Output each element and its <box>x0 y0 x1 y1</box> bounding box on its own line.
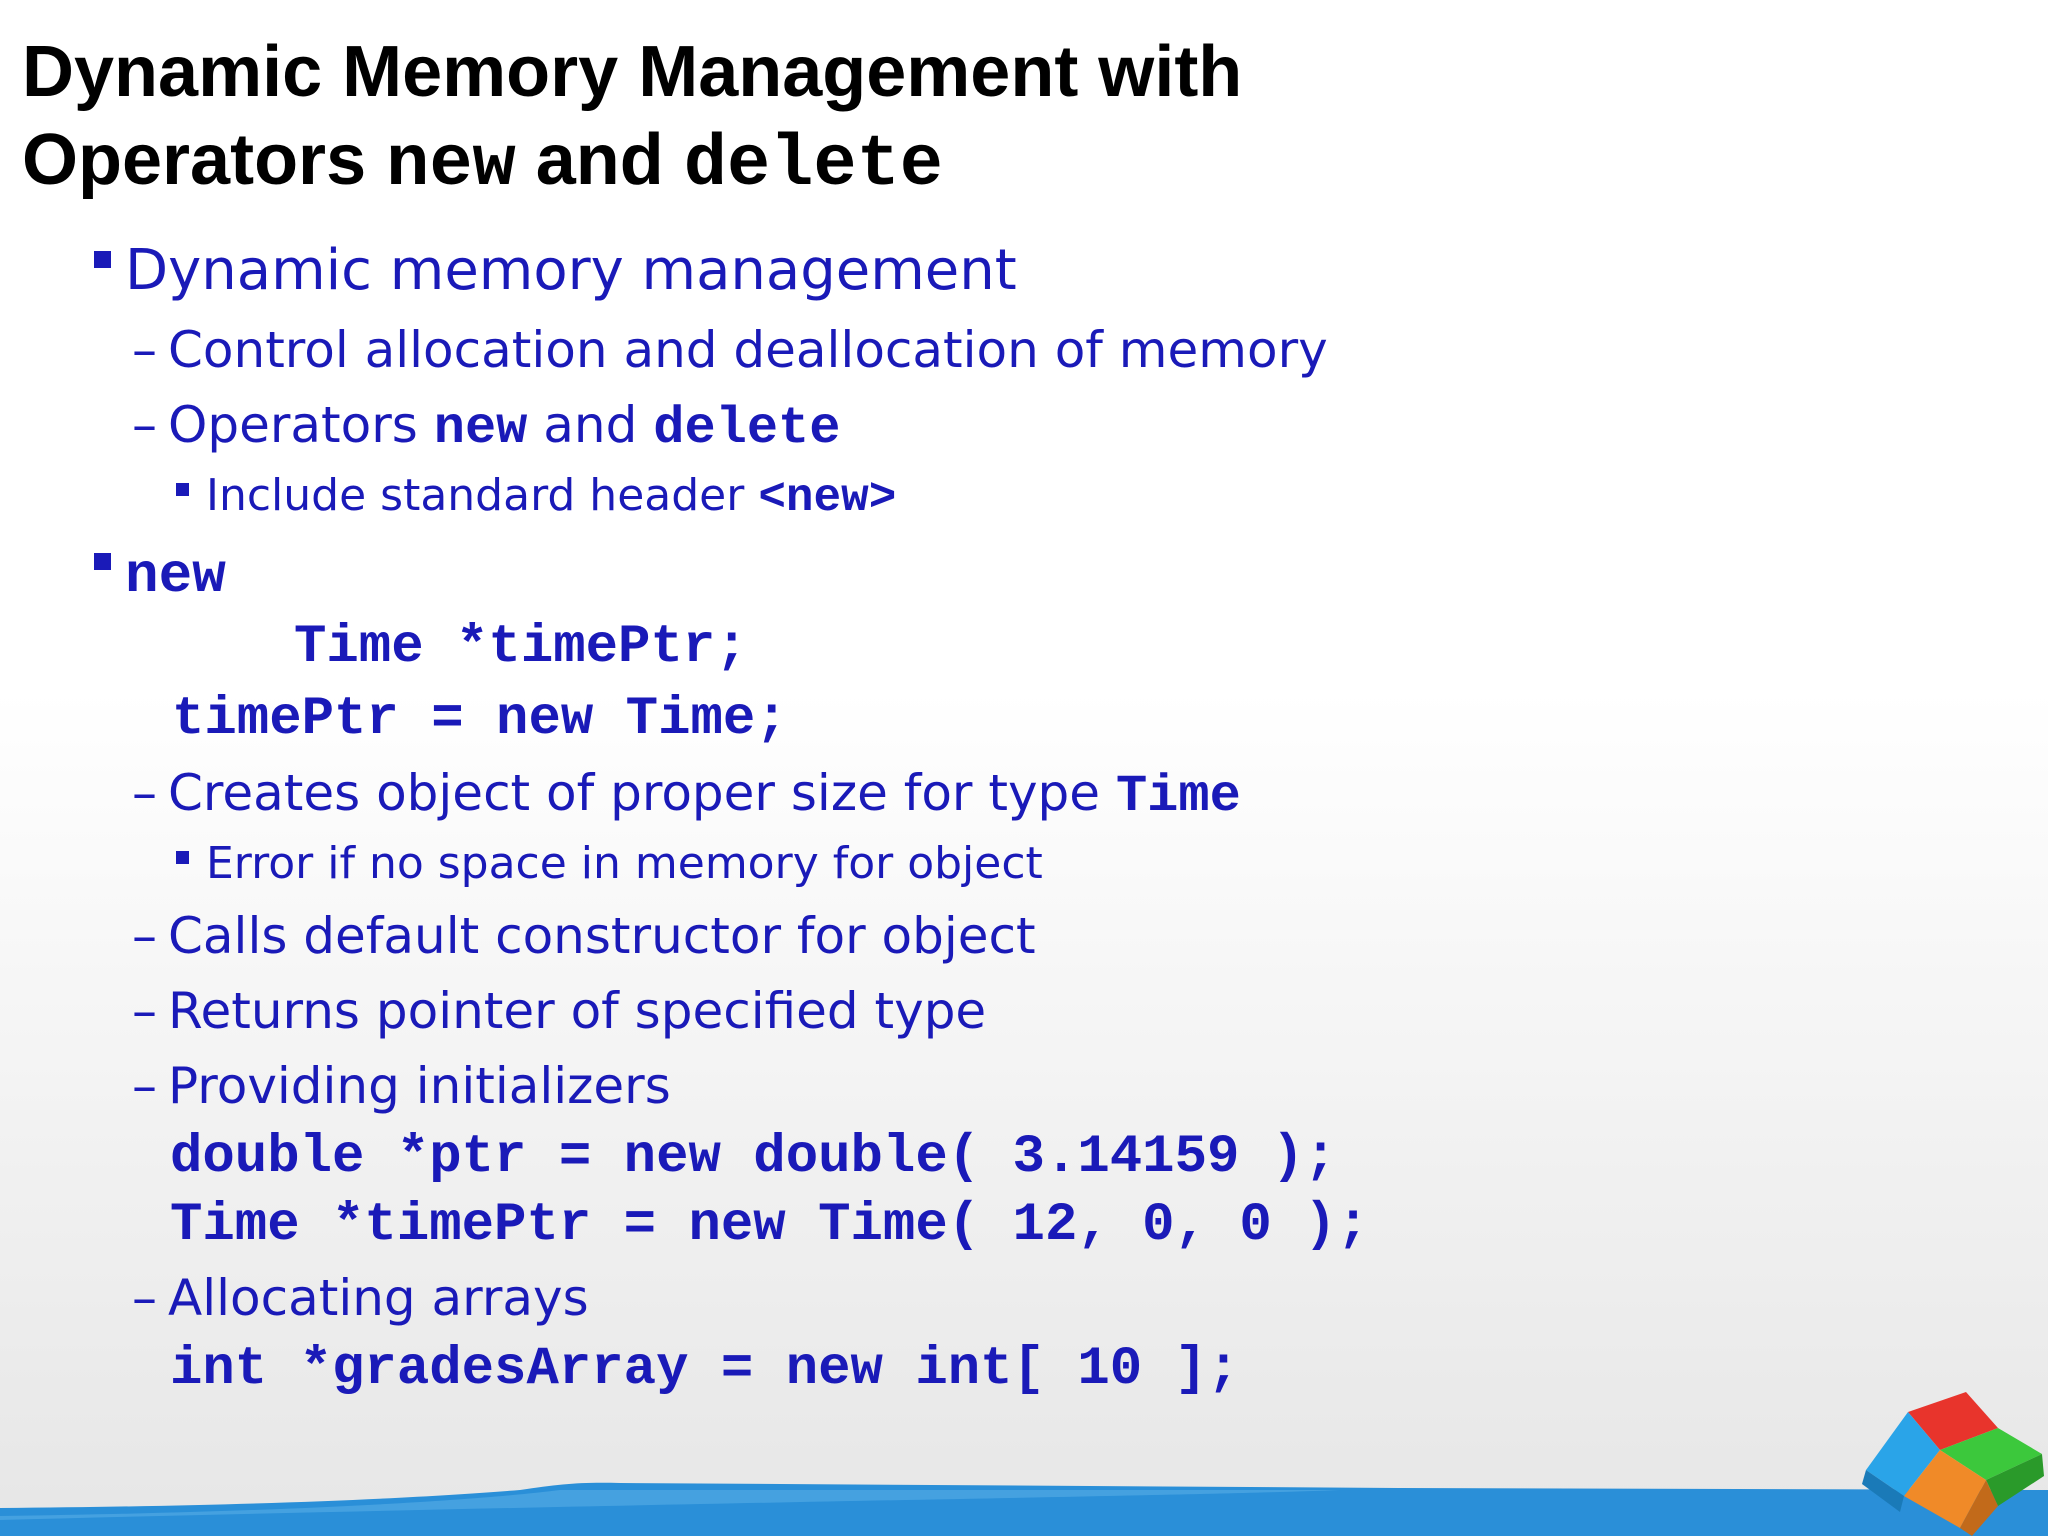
code-line-declare: Time *timePtr; <box>294 617 748 678</box>
square-bullet-icon <box>176 482 189 496</box>
dash-icon: – <box>132 396 157 454</box>
dash-icon: – <box>132 764 157 822</box>
subbullet-default-constructor: –Calls default constructor for object <box>132 904 1036 968</box>
title-code-new: new <box>386 124 516 206</box>
subsubbullet-include-header: Include standard header <new> <box>176 468 896 526</box>
subbullet-creates-object: –Creates object of proper size for type … <box>132 761 1241 829</box>
square-bullet-icon <box>176 850 189 864</box>
square-bullet-icon <box>94 553 111 571</box>
title-line-2-prefix: Operators <box>22 120 387 200</box>
subsubbullet-text: Include standard header <box>206 470 759 521</box>
title-line-1: Dynamic Memory Management with <box>22 32 1243 112</box>
bullet-new: new <box>94 538 226 611</box>
slide-title: Dynamic Memory Management with Operators… <box>22 28 1242 209</box>
dash-icon: – <box>132 907 157 965</box>
code-delete: delete <box>653 399 841 458</box>
code-line-time-ptr: Time *timePtr = new Time( 12, 0, 0 ); <box>170 1195 1369 1256</box>
footer-wave-band <box>0 1482 2048 1536</box>
dash-icon: – <box>132 982 157 1040</box>
dash-icon: – <box>132 1057 157 1115</box>
subbullet-text: Creates object of proper size for type <box>168 764 1116 822</box>
subbullet-text: Allocating arrays <box>168 1269 589 1327</box>
code-new-header: <new> <box>758 472 897 524</box>
subbullet-text: Returns pointer of specified type <box>168 982 987 1040</box>
subbullet-control-allocation: –Control allocation and deallocation of … <box>132 318 1328 382</box>
code-time: Time <box>1115 767 1241 826</box>
bullet-dynamic-memory: Dynamic memory management <box>94 236 1017 306</box>
windows-cube-logo-icon <box>1862 1392 2044 1536</box>
subsubbullet-error-no-space: Error if no space in memory for object <box>176 836 1043 892</box>
code-line-grades-array: int *gradesArray = new int[ 10 ]; <box>170 1339 1240 1400</box>
square-bullet-icon <box>94 251 111 269</box>
subbullet-initializers: –Providing initializers <box>132 1054 671 1118</box>
subbullet-text: Operators <box>168 396 434 454</box>
subbullet-text: Calls default constructor for object <box>168 907 1036 965</box>
title-code-delete: delete <box>683 124 944 206</box>
title-line-2-mid: and <box>515 120 684 200</box>
subbullet-returns-pointer: –Returns pointer of specified type <box>132 979 986 1043</box>
bullet-text: Dynamic memory management <box>125 238 1017 303</box>
subbullet-text-mid: and <box>527 396 654 454</box>
code-line-double-ptr: double *ptr = new double( 3.14159 ); <box>170 1127 1337 1188</box>
subbullet-allocating-arrays: –Allocating arrays <box>132 1266 589 1330</box>
code-new: new <box>433 399 528 458</box>
subbullet-operators: –Operators new and delete <box>132 393 840 461</box>
code-line-allocate: timePtr = new Time; <box>172 689 788 750</box>
subbullet-text: Control allocation and deallocation of m… <box>168 321 1328 379</box>
subsubbullet-text: Error if no space in memory for object <box>206 838 1043 889</box>
dash-icon: – <box>132 1269 157 1327</box>
subbullet-text: Providing initializers <box>168 1057 671 1115</box>
bullet-code-new: new <box>125 544 226 608</box>
dash-icon: – <box>132 321 157 379</box>
